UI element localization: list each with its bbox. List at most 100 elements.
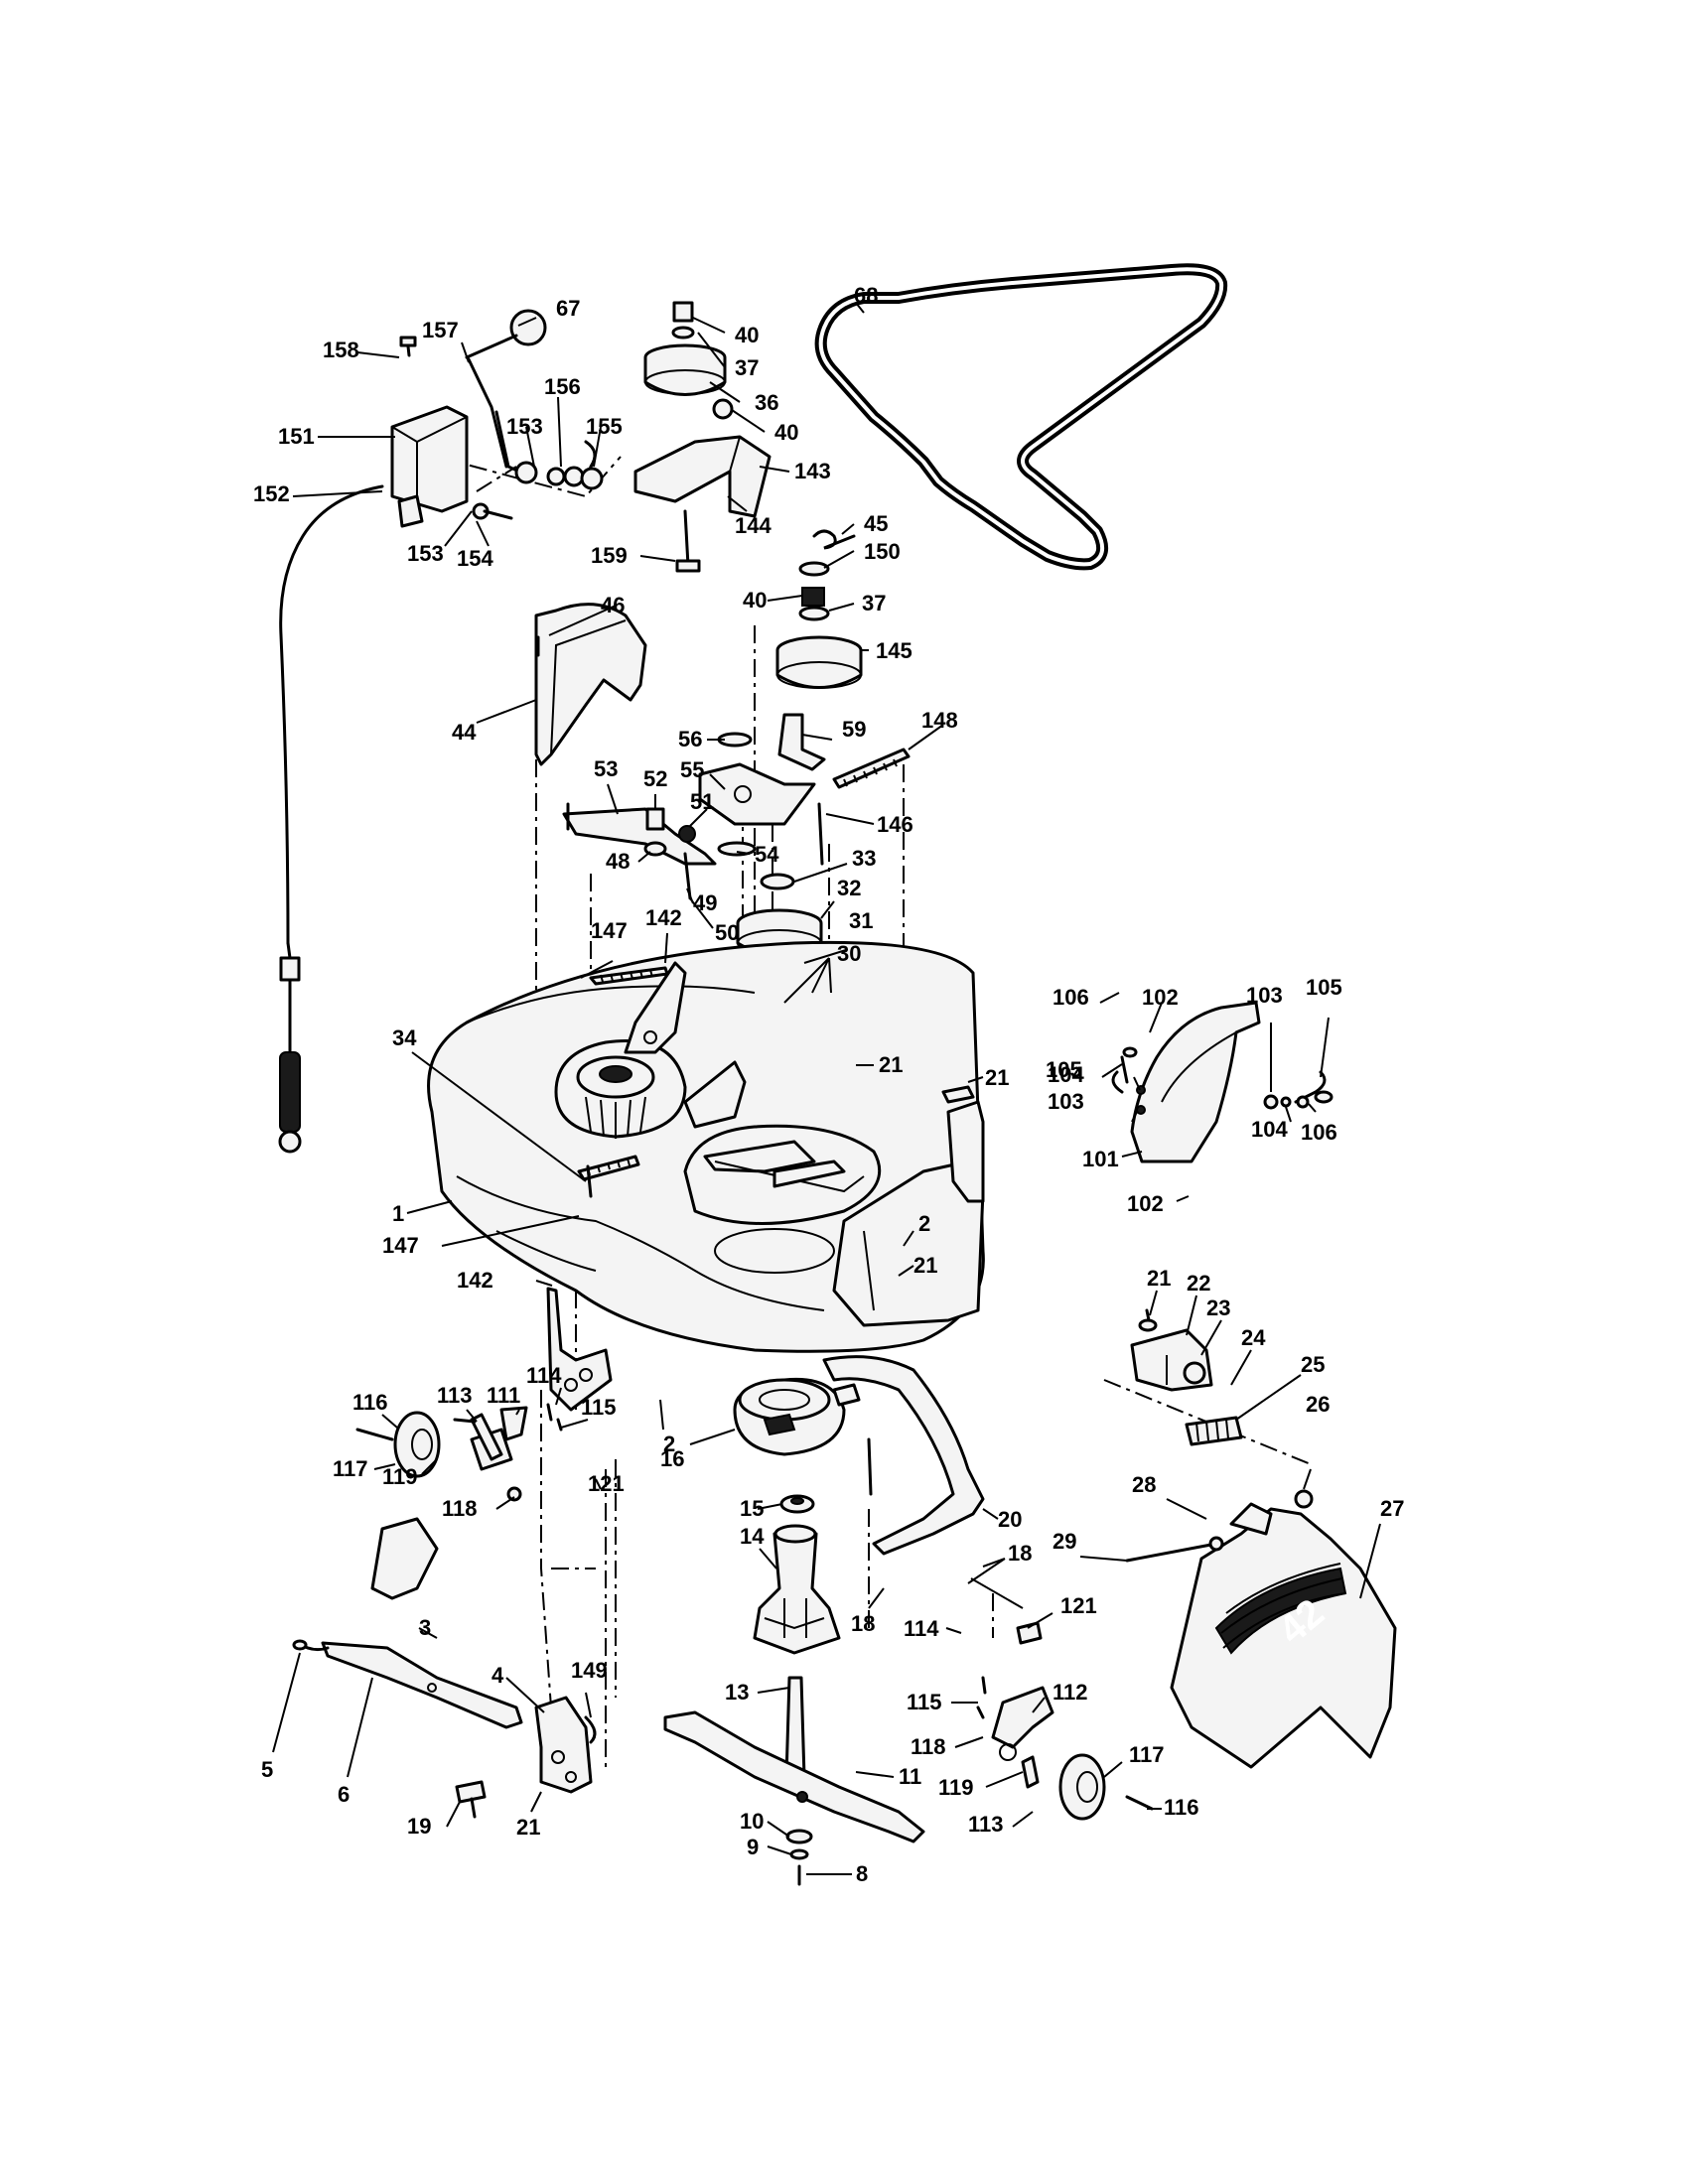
callout-labels: 67 157 158 151 152 153 156 155 153 154 4… xyxy=(253,283,1404,1886)
callout-27: 27 xyxy=(1380,1496,1404,1521)
callout-21-d: 21 xyxy=(1147,1266,1171,1291)
callout-105-right: 105 xyxy=(1306,975,1342,1000)
callout-152: 152 xyxy=(253,481,290,506)
discharge-chute: 42 xyxy=(1125,1502,1397,1769)
callout-48: 48 xyxy=(606,849,630,874)
lift-cable xyxy=(278,484,384,1154)
callout-55: 55 xyxy=(680,757,704,782)
callout-25: 25 xyxy=(1301,1352,1325,1377)
gauge-wheel-right xyxy=(976,1621,1154,1821)
callout-54: 54 xyxy=(755,842,779,867)
deflector-bracket-spring xyxy=(1130,1308,1314,1509)
callout-142-upper: 142 xyxy=(645,905,682,930)
callout-112: 112 xyxy=(1052,1680,1088,1705)
callout-143: 143 xyxy=(794,459,831,483)
callout-145: 145 xyxy=(876,638,912,663)
callout-59: 59 xyxy=(842,717,866,742)
callout-68: 68 xyxy=(854,283,878,308)
discharge-deflector-cover xyxy=(1111,1001,1333,1163)
callout-19: 19 xyxy=(407,1814,431,1839)
callout-14: 14 xyxy=(740,1524,765,1549)
callout-18-right: 18 xyxy=(1008,1541,1032,1566)
callout-115-left: 115 xyxy=(581,1395,617,1420)
callout-147-lower: 147 xyxy=(382,1233,419,1258)
idler-pulley-upper xyxy=(633,301,772,573)
callout-28: 28 xyxy=(1132,1472,1156,1497)
callout-21-b: 21 xyxy=(985,1065,1009,1090)
callout-40-lower: 40 xyxy=(743,588,767,613)
callout-113-left: 113 xyxy=(437,1383,473,1408)
callout-21-c: 21 xyxy=(913,1253,937,1278)
callout-121-right: 121 xyxy=(1060,1593,1097,1618)
callout-26: 26 xyxy=(1306,1392,1330,1417)
callout-21-e: 21 xyxy=(516,1815,540,1840)
callout-34: 34 xyxy=(392,1025,417,1050)
callout-37-top: 37 xyxy=(735,355,759,380)
callout-32: 32 xyxy=(837,876,861,900)
callout-146: 146 xyxy=(877,812,913,837)
callout-2-upper: 2 xyxy=(918,1211,930,1236)
callout-45: 45 xyxy=(864,511,888,536)
callout-31: 31 xyxy=(849,908,873,933)
callout-103-lower: 103 xyxy=(1048,1089,1084,1114)
callout-23: 23 xyxy=(1206,1296,1230,1320)
rear-deck-bracket-upper xyxy=(589,961,687,1054)
callout-119-right: 119 xyxy=(938,1775,974,1800)
callout-51: 51 xyxy=(690,789,714,814)
callout-105-left: 105 xyxy=(1046,1057,1082,1082)
callout-3: 3 xyxy=(419,1615,431,1640)
deck-baffle xyxy=(822,1355,985,1556)
callout-2-lower: 2 xyxy=(663,1432,675,1456)
callout-144: 144 xyxy=(735,513,772,538)
callout-116-right: 116 xyxy=(1164,1795,1199,1820)
callout-157: 157 xyxy=(422,318,459,342)
callout-114-left: 114 xyxy=(526,1363,562,1388)
callout-142-lower: 142 xyxy=(457,1268,493,1293)
callout-117-left: 117 xyxy=(333,1456,368,1481)
callout-4: 4 xyxy=(491,1663,504,1688)
idler-pulley-lower xyxy=(775,529,863,689)
callout-150: 150 xyxy=(864,539,901,564)
callout-13: 13 xyxy=(725,1680,749,1705)
callout-40-mid: 40 xyxy=(774,420,798,445)
callout-117-right: 117 xyxy=(1129,1742,1165,1767)
callout-15: 15 xyxy=(740,1496,764,1521)
callout-50: 50 xyxy=(715,920,739,945)
mower-blade xyxy=(663,1710,925,1886)
callout-115-right: 115 xyxy=(907,1690,942,1714)
callout-6: 6 xyxy=(338,1782,350,1807)
callout-16: 16 xyxy=(660,1446,684,1471)
callout-154: 154 xyxy=(457,546,493,571)
callout-5: 5 xyxy=(261,1757,273,1782)
callout-9: 9 xyxy=(747,1835,759,1859)
callout-153-lower: 153 xyxy=(407,541,444,566)
spindle-assembly xyxy=(733,1377,861,1785)
callout-103-upper: 103 xyxy=(1246,983,1283,1008)
callout-118-left: 118 xyxy=(442,1496,478,1521)
belt-guard-left xyxy=(534,603,647,766)
callout-44: 44 xyxy=(452,720,477,745)
callout-29: 29 xyxy=(1052,1529,1076,1554)
callout-20: 20 xyxy=(998,1507,1022,1532)
callout-148: 148 xyxy=(921,708,958,733)
callout-102-lower: 102 xyxy=(1127,1191,1164,1216)
callout-153-upper: 153 xyxy=(506,414,543,439)
callout-53: 53 xyxy=(594,756,618,781)
callout-24: 24 xyxy=(1241,1325,1266,1350)
callout-36: 36 xyxy=(755,390,778,415)
callout-102-upper: 102 xyxy=(1142,985,1179,1010)
callout-1: 1 xyxy=(392,1201,404,1226)
callout-67: 67 xyxy=(556,296,580,321)
callout-114-right: 114 xyxy=(904,1616,939,1641)
callout-116-left: 116 xyxy=(352,1390,388,1415)
callout-119-left: 119 xyxy=(382,1464,418,1489)
callout-155: 155 xyxy=(586,414,623,439)
callout-21-a: 21 xyxy=(879,1052,903,1077)
callout-118-right: 118 xyxy=(911,1734,946,1759)
callout-158: 158 xyxy=(323,338,359,362)
callout-leaders xyxy=(272,302,1381,1875)
callout-159: 159 xyxy=(591,543,628,568)
mower-deck-housing xyxy=(427,940,985,1353)
